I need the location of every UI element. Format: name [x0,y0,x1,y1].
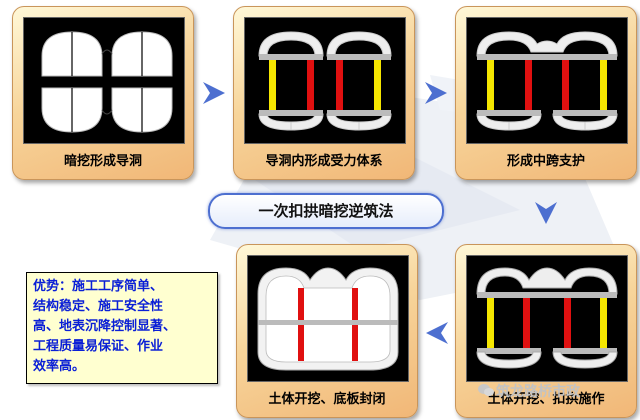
advantages-line: 结构稳定、施工安全性 [33,299,164,314]
advantages-box: 优势：施工工序简单、 结构稳定、施工安全性 高、地表沉降控制显著、 工程质量易保… [26,272,218,384]
step-5-label: 土体开挖、底板封闭 [268,392,386,407]
step-3-diagram [466,17,628,144]
step-4-label: 土体开挖、扣拱施作 [487,392,605,407]
step-2-diagram [244,17,406,144]
advantages-line: 高、地表沉降控制显著、 [33,319,177,334]
step-card-4: 土体开挖、扣拱施作 [455,244,637,418]
arrow-right-icon [425,82,447,104]
wechat-icon [478,384,494,396]
step-1-diagram [23,17,185,144]
step-4-diagram [466,255,628,382]
step-2-label: 导洞内形成受力体系 [265,154,383,169]
arrow-left-icon [426,322,448,344]
advantages-line: 效率高。 [33,359,86,374]
method-title: 一次扣拱暗挖逆筑法 [208,193,444,229]
advantages-line: 优势：施工工序简单、 [33,279,164,294]
step-card-3: 形成中跨支护 [455,6,637,180]
step-5-diagram [247,255,409,382]
step-1-label: 暗挖形成导洞 [63,154,142,169]
advantages-line: 工程质量易保证、作业 [33,339,164,354]
step-card-5: 土体开挖、底板封闭 [236,244,418,418]
watermark-text: 筑龙路桥市政 [496,384,580,400]
step-card-1: 暗挖形成导洞 [12,6,194,180]
arrow-down-icon [535,202,557,224]
step-3-label: 形成中跨支护 [506,154,585,169]
arrow-right-icon [203,82,225,104]
step-card-2: 导洞内形成受力体系 [233,6,415,180]
